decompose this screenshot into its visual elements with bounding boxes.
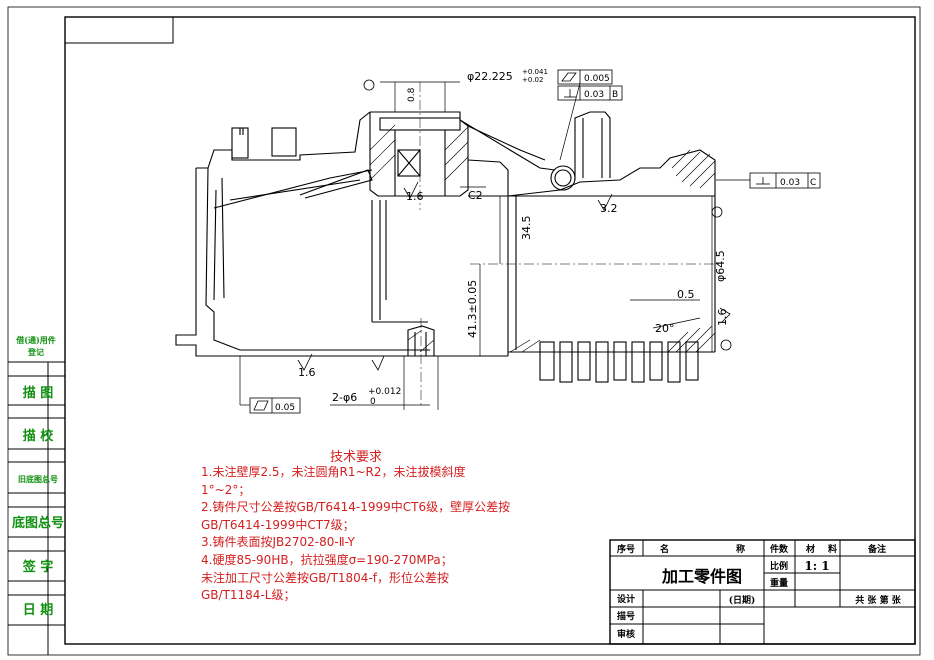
part-outline [175, 111, 716, 383]
dim-chamfer: C2 [468, 189, 483, 202]
strip-label-top-2: 登记 [27, 347, 44, 357]
roughness-1-6-a: 1.6 [406, 190, 424, 203]
tb-col-remark: 备注 [867, 543, 886, 555]
tb-col-qty: 件数 [770, 543, 789, 555]
tol-frame-4-value: 0.05 [275, 403, 295, 413]
tech-req-line: 3.铸件表面按JB2702-80-Ⅱ-Y [201, 535, 355, 550]
left-strip: 借(通)用件 登记 描 图 描 校 旧底图总号 底图总号 签 字 日 期 [8, 335, 65, 655]
tol-frame-3-datum: C [810, 178, 816, 188]
tech-req-list: 1.未注壁厚2.5，未注圆角R1~R2，未注拔模斜度 1°~2°； 2.铸件尺寸… [201, 464, 601, 605]
tech-req-line: 1.未注壁厚2.5，未注圆角R1~R2，未注拔模斜度 [201, 465, 466, 479]
dim-step-0-5: 0.5 [677, 288, 695, 301]
strip-label-sign: 签 字 [22, 559, 54, 575]
tolerance-symbols [253, 72, 770, 411]
tb-label-ratio: 比例 [770, 560, 788, 572]
tb-sheets: 共 张 第 张 [855, 594, 901, 606]
roughness-1-6-c: 1.6 [716, 309, 729, 327]
dim-bore-tol-lower: +0.02 [522, 76, 543, 84]
dim-height-41-3: 41.3±0.05 [466, 280, 479, 338]
strip-label-old-base: 旧底图总号 [18, 474, 58, 484]
tech-req-title: 技术要求 [330, 450, 383, 465]
dim-bore-tol-upper: +0.041 [522, 68, 548, 76]
tb-label-draw: 描号 [617, 610, 635, 622]
dim-bore-diameter: φ22.225 [467, 70, 513, 83]
drawing-frame [7, 6, 921, 656]
tolerance-frames [249, 69, 821, 414]
tech-req-line: GB/T1184-L级； [201, 588, 296, 603]
dim-pin-hole: 2-φ6 [332, 391, 357, 404]
tb-col-name-2: 称 [736, 543, 745, 555]
tb-col-no: 序号 [617, 543, 635, 555]
strip-label-top-1: 借(通)用件 [15, 335, 56, 345]
roughness-3-2: 3.2 [600, 202, 618, 215]
dim-angle-20: 20° [655, 322, 675, 335]
center-lines [419, 82, 720, 408]
tol-frame-2-value: 0.03 [584, 90, 604, 100]
tb-col-mat-1: 材 [805, 543, 815, 555]
tb-part-name: 加工零件图 [661, 567, 742, 586]
tb-col-mat-2: 料 [828, 543, 837, 555]
tb-scale: 1: 1 [804, 559, 829, 573]
tb-col-name-1: 名 [660, 543, 669, 555]
tol-frame-2-datum: B [612, 90, 618, 100]
strip-label-base-no: 底图总号 [12, 515, 64, 531]
strip-label-trace-check: 描 校 [23, 428, 55, 444]
tech-req-line: 未注加工尺寸公差按GB/T1804-f，形位公差按 [201, 570, 449, 585]
tech-req-line: GB/T6414-1999中CT7级； [201, 517, 355, 532]
dim-dia-64-5: φ64.5 [714, 250, 727, 282]
tb-label-design: 设计 [617, 593, 635, 605]
dim-pin-tol-lower: 0 [370, 397, 376, 407]
tb-label-review: 审核 [617, 628, 635, 640]
tb-label-weight: 重量 [770, 577, 788, 589]
tol-frame-3-value: 0.03 [780, 178, 800, 188]
roughness-symbols [297, 181, 731, 371]
dim-height-34-5: 34.5 [520, 216, 533, 241]
dimension-lines [239, 81, 750, 410]
section-hatching [369, 124, 716, 353]
tech-req-line: 1°~2°； [201, 482, 251, 497]
title-block [609, 539, 916, 645]
dim-wall-08: 0.8 [407, 87, 417, 102]
roughness-1-6-b: 1.6 [298, 366, 316, 379]
tb-label-date: (日期) [729, 594, 756, 606]
strip-label-date: 日 期 [23, 603, 54, 618]
tol-frame-1-value: 0.005 [584, 74, 610, 84]
tech-req-line: 2.铸件尺寸公差按GB/T6414-1999中CT6级，壁厚公差按 [201, 500, 511, 515]
dim-pin-tol-upper: +0.012 [368, 387, 401, 397]
tech-req-line: 4.硬度85-90HB，抗拉强度σ=190-270MPa； [201, 552, 453, 567]
strip-label-trace: 描 图 [23, 385, 54, 401]
datum-markers [363, 79, 732, 351]
